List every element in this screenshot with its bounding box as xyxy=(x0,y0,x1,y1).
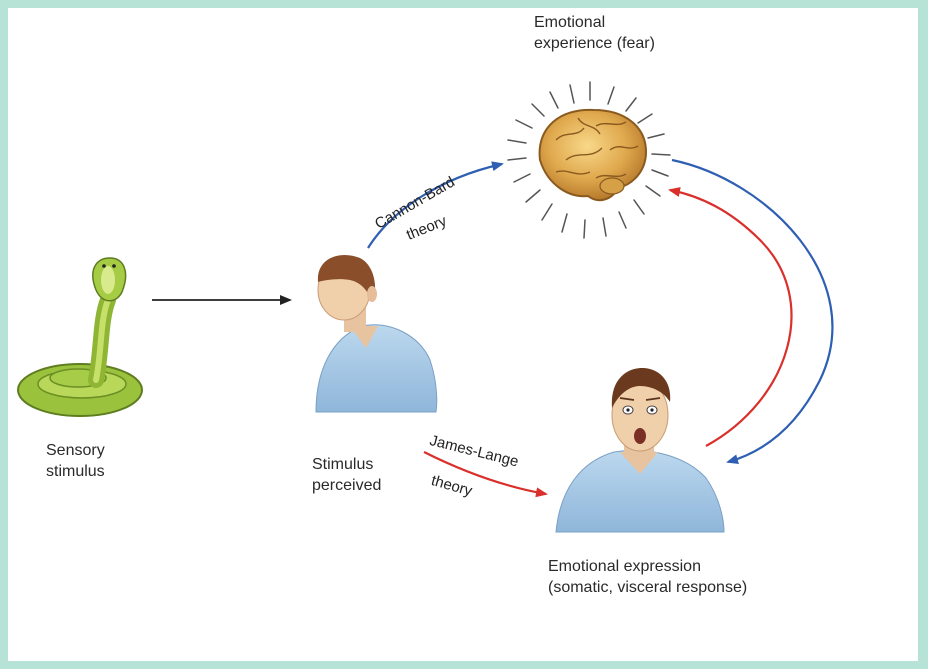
frightened-person-illustration xyxy=(555,368,725,533)
expression-line2: (somatic, visceral response) xyxy=(548,579,748,596)
stimulus-perceived-label: Stimulus perceived xyxy=(312,454,381,496)
cannon-bard-arrow xyxy=(367,161,504,249)
emotional-experience-line2: experience (fear) xyxy=(534,35,655,52)
brain-illustration xyxy=(507,81,671,239)
expression-line1: Emotional expression xyxy=(548,558,701,575)
diagram-canvas xyxy=(8,8,918,661)
james-lange-arrow xyxy=(423,451,548,498)
sensory-line2: stimulus xyxy=(46,463,105,480)
sensory-stimulus-label: Sensory stimulus xyxy=(46,440,105,482)
expression-to-brain-arrow xyxy=(668,187,793,447)
brain-to-expression-arrow xyxy=(671,158,834,465)
snake-illustration xyxy=(17,257,143,417)
emotional-expression-label: Emotional expression (somatic, visceral … xyxy=(548,556,747,598)
emotional-experience-line1: Emotional xyxy=(534,14,606,31)
perceiving-person-illustration xyxy=(315,255,438,413)
perceived-line2: perceived xyxy=(312,477,382,494)
emotional-experience-label: Emotional experience (fear) xyxy=(534,12,655,54)
perceived-line1: Stimulus xyxy=(312,456,374,473)
sensory-line1: Sensory xyxy=(46,442,105,459)
